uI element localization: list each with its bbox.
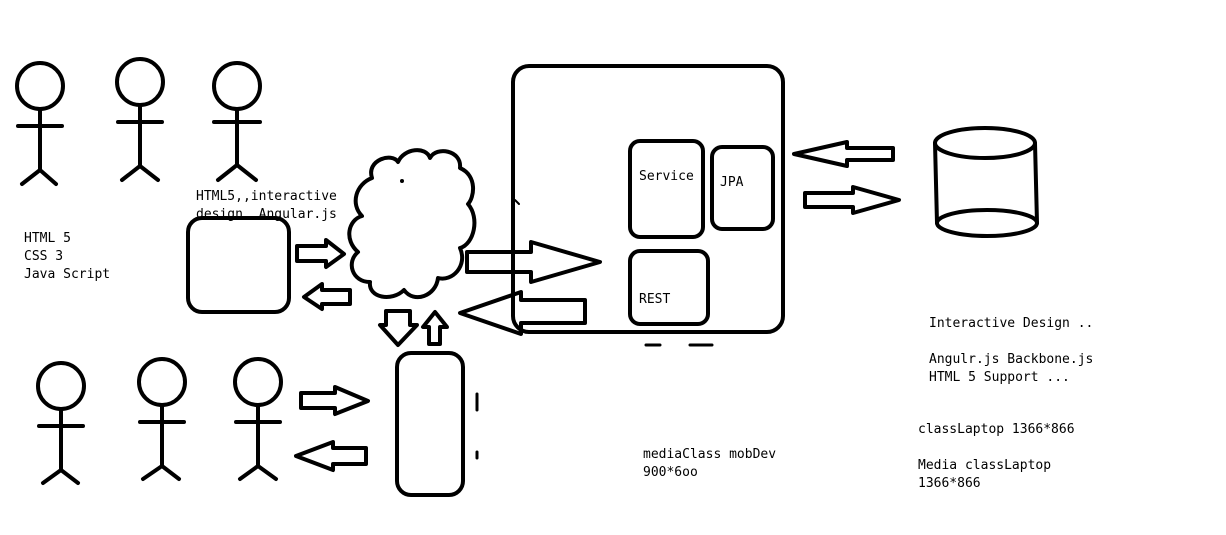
mobile-client-box — [395, 351, 465, 497]
notes-title-label: Interactive Design .. — [929, 316, 1094, 331]
media-mobile-size-label: 900*6oo — [643, 465, 698, 480]
user-figure — [15, 61, 65, 186]
skill-label: Java Script — [24, 267, 111, 282]
service-label: Service — [639, 169, 694, 184]
skill-label: HTML 5 — [24, 231, 71, 246]
notes-line-label: HTML 5 Support ... — [929, 370, 1070, 385]
jpa-box — [710, 145, 775, 231]
arrow-right-icon — [803, 185, 901, 215]
arrow-left-icon — [792, 140, 895, 168]
database-icon — [933, 126, 1039, 238]
arrow-right-icon — [299, 385, 370, 416]
skill-label: CSS 3 — [24, 249, 64, 264]
rest-box — [628, 249, 710, 326]
server-container — [511, 64, 785, 334]
user-figure — [233, 357, 283, 481]
class-laptop-label: classLaptop 1366*866 — [918, 422, 1075, 437]
media-laptop-size-label: 1366*866 — [918, 476, 981, 491]
user-figure — [137, 357, 187, 481]
cloud-icon — [347, 148, 477, 300]
media-laptop-label: Media classLaptop — [918, 458, 1052, 473]
service-box — [628, 139, 705, 239]
media-mobile-label: mediaClass mobDev — [643, 447, 777, 462]
arrow-up-icon — [421, 310, 449, 346]
user-figure — [115, 57, 165, 182]
arrow-left-icon — [294, 440, 368, 472]
arrow-right-icon — [465, 240, 602, 284]
rest-label: REST — [639, 292, 671, 307]
arrow-left-icon — [302, 282, 352, 311]
user-figure — [212, 61, 262, 182]
notes-line-label: Angulr.js Backbone.js — [929, 352, 1094, 367]
desktop-client-box — [186, 216, 291, 314]
jpa-label: JPA — [720, 175, 744, 190]
user-figure — [36, 361, 86, 485]
frontend-title-label: HTML5,,interactive design, Angular.js — [196, 189, 337, 222]
arrow-left-icon — [458, 290, 587, 336]
arrow-right-icon — [295, 238, 346, 269]
arrow-down-icon — [378, 309, 419, 347]
